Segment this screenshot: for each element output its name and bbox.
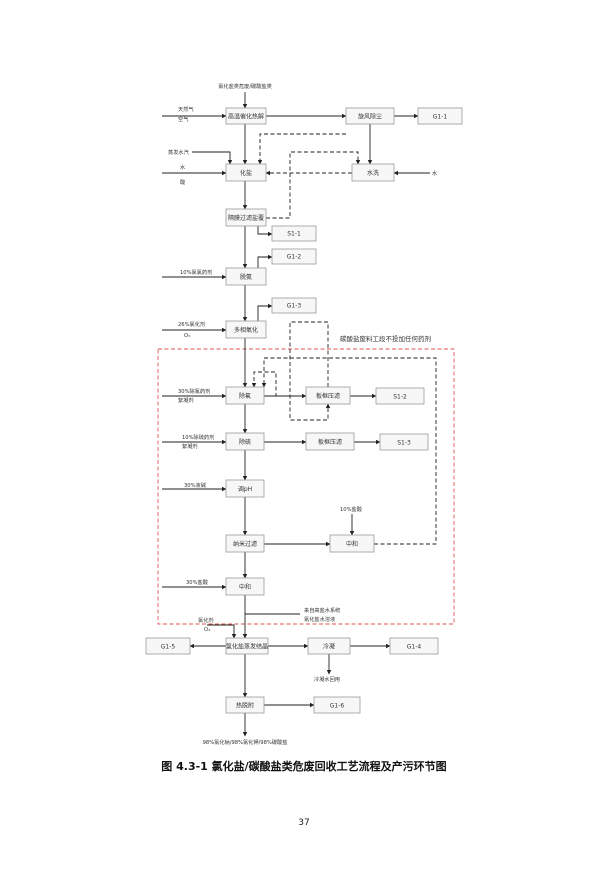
process-node-neutral-right: 中和 (329, 534, 375, 553)
svg-text:除硫: 除硫 (239, 438, 251, 446)
process-node-ph: 调pH (225, 479, 265, 498)
svg-text:S1-2: S1-2 (393, 394, 407, 401)
svg-text:氯化盐蒸发结晶: 氯化盐蒸发结晶 (226, 643, 268, 651)
emission-node-g1-1: G1-1 (417, 107, 463, 125)
red-zone-note: 碳酸盐废料工段不投加任何药剂 (340, 334, 431, 343)
return-note-label-2: 氯化盐水溶液 (304, 615, 335, 623)
svg-text:脱氨: 脱氨 (240, 273, 252, 281)
process-node-neutral: 中和 (225, 577, 265, 596)
svg-text:化盐: 化盐 (240, 169, 252, 177)
svg-text:冷凝: 冷凝 (323, 643, 335, 651)
water-input-label: 水 (180, 163, 186, 171)
process-node-nanofilt: 纳米过滤 (225, 534, 265, 553)
process-node-oxidation: 多相氧化 (225, 320, 267, 339)
process-node-defluor: 除氟 (225, 386, 265, 405)
process-node-dissolve: 化盐 (225, 163, 267, 182)
reagent-naclo-label: 10%氯氯药剂 (180, 268, 212, 276)
svg-text:除氟: 除氟 (239, 392, 251, 400)
acid-input-label: 酸 (180, 178, 186, 186)
reagent-desulf-label-2: 絮凝剂 (182, 442, 198, 450)
emission-node-s1-1: S1-1 (271, 225, 317, 242)
reagent-hcl-label: 26%氯化剂 (178, 320, 205, 328)
gas-input-label-2: 空气 (178, 115, 188, 123)
svg-text:S1-3: S1-3 (397, 440, 411, 447)
steam-input-label: 蒸发水汽 (168, 148, 190, 156)
figure-caption: 图 4.3-1 氯化盐/碳酸盐类危废回收工艺流程及产污环节图 (161, 760, 447, 773)
svg-text:隔膜过滤盐覆: 隔膜过滤盐覆 (228, 214, 264, 222)
svg-text:纳米过滤: 纳米过滤 (233, 540, 257, 548)
svg-text:G1-5: G1-5 (161, 644, 176, 651)
emission-node-g1-3: G1-3 (271, 297, 317, 314)
svg-text:G1-3: G1-3 (287, 303, 302, 310)
reagent-o3-label: O₃ (184, 333, 190, 339)
svg-text:G1-6: G1-6 (330, 703, 345, 710)
reagent-ph-label: 30%液碱 (184, 481, 207, 489)
process-node-plate-filter-1: 板框压滤 (305, 386, 351, 405)
emission-node-g1-6: G1-6 (313, 696, 361, 714)
svg-text:旋风除尘: 旋风除尘 (358, 113, 382, 121)
svg-text:高温催化热解: 高温催化热解 (228, 113, 264, 121)
svg-text:热脱附: 热脱附 (236, 702, 254, 710)
svg-text:中和: 中和 (346, 540, 358, 548)
svg-text:G1-1: G1-1 (433, 114, 448, 121)
svg-text:G1-4: G1-4 (407, 644, 422, 651)
dashed-recycle-lines (251, 133, 437, 545)
svg-text:多相氧化: 多相氧化 (234, 326, 258, 334)
process-node-plate-filter-2: 板框压滤 (305, 432, 355, 451)
emission-node-g1-2: G1-2 (271, 248, 317, 265)
product-label: 98%氯化钠/98%氯化钾/98%碳酸盐 (203, 738, 288, 746)
emission-node-g1-5: G1-5 (145, 637, 191, 655)
no-reagent-zone (157, 348, 455, 625)
process-node-pyrolysis: 高温催化热解 (225, 107, 267, 125)
return-note-label-1: 来自高盐水系统 (304, 606, 340, 614)
emission-node-g1-4: G1-4 (389, 637, 439, 655)
process-node-waterwash: 水洗 (351, 163, 395, 182)
process-node-deammonia: 脱氨 (225, 267, 267, 286)
reagent-desulf-label-1: 10%除硫药剂 (182, 433, 214, 441)
emission-node-s1-2: S1-2 (375, 387, 425, 405)
reagent-acid-label: 30%盐酸 (186, 578, 209, 586)
process-node-desulf: 除硫 (225, 432, 265, 451)
water-right-label: 水 (432, 169, 438, 177)
emission-node-s1-3: S1-3 (379, 433, 429, 451)
top-input-label: 氯化盐类危废/碳酸盐类 (218, 82, 272, 90)
svg-text:调pH: 调pH (238, 485, 252, 493)
svg-text:水洗: 水洗 (367, 169, 379, 177)
reagent-defluor-label-2: 絮凝剂 (178, 396, 194, 404)
reagent-evap-label-2: O₃ (204, 627, 210, 633)
reagent-acid-right-label: 10%盐酸 (340, 505, 363, 513)
svg-text:板框压滤: 板框压滤 (318, 438, 342, 446)
process-node-filter-sludge: 隔膜过滤盐覆 (225, 208, 267, 227)
gas-input-label-1: 天然气 (178, 105, 194, 113)
process-node-cyclone: 旋风除尘 (345, 107, 395, 125)
reagent-defluor-label-1: 30%除氟药剂 (178, 387, 210, 395)
reagent-evap-label-1: 氯化剂 (198, 616, 214, 624)
svg-text:S1-1: S1-1 (287, 231, 301, 238)
svg-text:G1-2: G1-2 (287, 254, 302, 261)
svg-text:中和: 中和 (239, 583, 251, 591)
page-number: 37 (298, 818, 310, 828)
process-node-heatfix: 热脱附 (225, 696, 265, 714)
process-node-evaporation: 氯化盐蒸发结晶 (225, 637, 269, 655)
solid-flow-lines (162, 92, 430, 737)
svg-text:板框压滤: 板框压滤 (316, 392, 340, 400)
condensate-note-label: 冷凝水回用 (314, 675, 340, 683)
process-node-condense: 冷凝 (307, 637, 351, 655)
